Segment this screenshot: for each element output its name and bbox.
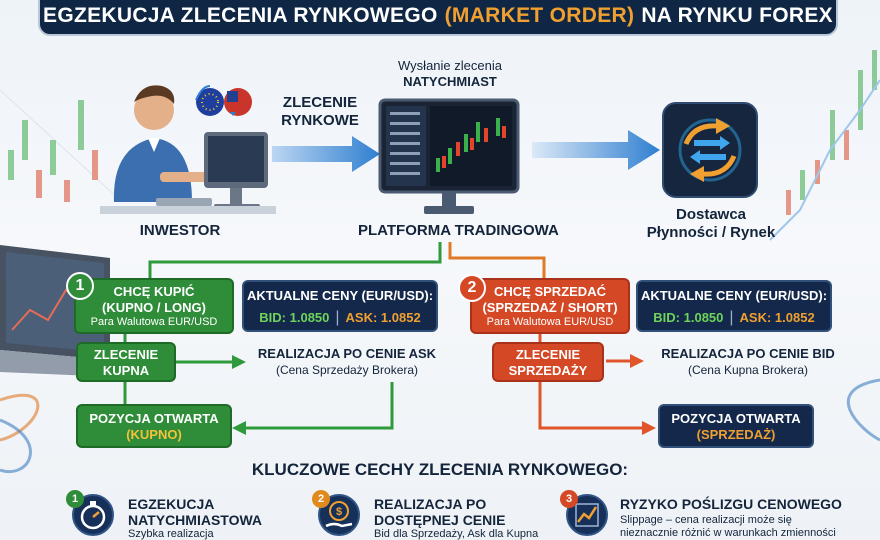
feature-1-sub: Szybka realizacja	[128, 528, 214, 540]
sell-price-separator: |	[729, 309, 734, 326]
sell-position-line1: POZYCJA OTWARTA	[671, 411, 801, 426]
feature-3-number: 3	[560, 490, 578, 508]
feature-1-icon-bg	[72, 494, 114, 536]
page-title: EGZEKUCJA ZLECENIA RYNKOWEGO (MARKET ORD…	[38, 0, 838, 36]
buy-intent-box: CHCĘ KUPIĆ (KUPNO / LONG) Para Walutowa …	[74, 278, 234, 334]
feature-1-number: 1	[66, 490, 84, 508]
sell-prices-values: BID: 1.0850 | ASK: 1.0852	[638, 309, 830, 327]
sell-step-number: 2	[458, 274, 486, 302]
feature-3-text: RYZYKO POŚLIZGU CENOWEGO Slippage – cena…	[620, 496, 870, 540]
svg-text:$: $	[336, 506, 342, 518]
sell-position-box: POZYCJA OTWARTA (SPRZEDAŻ)	[658, 404, 814, 448]
send-label-line2: NATYCHMIAST	[403, 74, 497, 89]
market-order-label: ZLECENIE RYNKOWE	[270, 94, 370, 130]
market-order-label-line1: ZLECENIE	[282, 94, 358, 111]
feature-1-title-line1: EGZEKUCJA	[128, 496, 215, 512]
feature-2-text: REALIZACJA PO DOSTĘPNEJ CENIE Bid dla Sp…	[374, 496, 554, 540]
feature-3-sub-line1: Slippage – cena realizacji może się	[620, 514, 792, 526]
buy-realization-title: REALIZACJA PO CENIE ASK	[257, 346, 437, 361]
buy-bid-value: BID: 1.0850	[259, 310, 330, 325]
buy-prices-values: BID: 1.0850 | ASK: 1.0852	[244, 309, 436, 327]
buy-prices-box: AKTUALNE CENY (EUR/USD): BID: 1.0850 | ASK…	[242, 280, 438, 332]
provider-label-line1: Dostawca	[675, 206, 747, 223]
sell-realization-sub: (Cena Kupna Brokera)	[687, 363, 809, 377]
buy-realization-sub: (Cena Sprzedaży Brokera)	[275, 363, 419, 377]
buy-order-box: ZLECENIE KUPNA	[76, 342, 176, 382]
market-order-label-line2: RYNKOWE	[281, 112, 359, 129]
investor-at-computer-icon	[100, 85, 276, 214]
liquidity-provider-tile	[662, 102, 758, 198]
trading-platform-icon	[378, 98, 520, 214]
sell-intent-line2: (SPRZEDAŻ / SHORT)	[482, 300, 618, 315]
buy-intent-line1: CHCĘ KUPIĆ	[113, 284, 195, 299]
sell-ask-value: ASK: 1.0852	[739, 310, 815, 325]
provider-label: Dostawca Płynności / Rynek	[636, 206, 786, 242]
stopwatch-icon	[80, 501, 106, 530]
feature-1-text: EGZEKUCJA NATYCHMIASTOWA Szybka realizac…	[128, 496, 308, 540]
sell-intent-sub: Para Walutowa EUR/USD	[486, 316, 614, 328]
feature-2-number: 2	[312, 490, 330, 508]
feature-3-title: RYZYKO POŚLIZGU CENOWEGO	[620, 496, 842, 512]
buy-ask-value: ASK: 1.0852	[345, 310, 421, 325]
buy-order-line2: KUPNA	[102, 363, 150, 378]
buy-price-separator: |	[335, 309, 340, 326]
send-label: Wysłanie zlecenia NATYCHMIAST	[370, 58, 530, 90]
buy-position-line2: (KUPNO)	[126, 427, 182, 442]
sell-intent-box: CHCĘ SPRZEDAĆ (SPRZEDAŻ / SHORT) Para Wa…	[470, 278, 630, 334]
buy-intent-line2: (KUPNO / LONG)	[102, 300, 206, 315]
sell-order-box: ZLECENIE SPRZEDAŻY	[492, 342, 604, 382]
sell-realization-title: REALIZACJA PO CENIE BID	[661, 346, 835, 361]
sell-realization: REALIZACJA PO CENIE BID (Cena Kupna Brok…	[648, 346, 848, 378]
sell-position-line2: (SPRZEDAŻ)	[696, 427, 776, 442]
feature-1-title-line2: NATYCHMIASTOWA	[128, 512, 263, 528]
feature-2-title-line1: REALIZACJA PO	[374, 496, 487, 512]
buy-prices-title: AKTUALNE CENY (EUR/USD):	[246, 288, 434, 303]
trading-platform-monitor	[378, 98, 520, 218]
slippage-chart-icon	[575, 503, 599, 527]
provider-label-line2: Płynności / Rynek	[646, 224, 776, 241]
sell-prices-title: AKTUALNE CENY (EUR/USD):	[640, 288, 828, 303]
sell-intent-line1: CHCĘ SPRZEDAĆ	[494, 284, 606, 299]
feature-2-sub: Bid dla Sprzedaży, Ask dla Kupna	[374, 528, 539, 540]
title-part2: NA RYNKU FOREX	[641, 4, 833, 27]
title-highlight: (MARKET ORDER)	[444, 4, 635, 27]
buy-realization: REALIZACJA PO CENIE ASK (Cena Sprzedaży …	[252, 346, 442, 378]
buy-order-line1: ZLECENIE	[93, 347, 159, 362]
title-part1: EGZEKUCJA ZLECENIA RYNKOWEGO	[43, 4, 438, 27]
buy-position-line1: POZYCJA OTWARTA	[89, 411, 219, 426]
sell-order-line1: ZLECENIE	[515, 347, 581, 362]
arrow-to-platform-icon	[272, 136, 380, 172]
exchange-arrows-icon	[678, 118, 742, 182]
sell-order-line2: SPRZEDAŻY	[508, 363, 588, 378]
buy-intent-sub: Para Walutowa EUR/USD	[90, 316, 218, 328]
investor-illustration	[92, 72, 282, 222]
money-hand-icon: $	[325, 501, 353, 528]
arrow-to-provider-icon	[532, 130, 660, 170]
platform-label: PLATFORMA TRADINGOWA	[358, 222, 559, 239]
send-label-line1: Wysłanie zlecenia	[398, 58, 502, 73]
buy-step-number: 1	[66, 272, 94, 300]
features-heading: KLUCZOWE CECHY ZLECENIA RYNKOWEGO:	[251, 460, 629, 479]
buy-position-box: POZYCJA OTWARTA (KUPNO)	[76, 404, 232, 448]
sell-bid-value: BID: 1.0850	[653, 310, 724, 325]
feature-3-sub-line2: nieznacznie różnić w warunkach zmiennośc…	[620, 527, 836, 539]
sell-prices-box: AKTUALNE CENY (EUR/USD): BID: 1.0850 | ASK…	[636, 280, 832, 332]
feature-2-title-line2: DOSTĘPNEJ CENIE	[374, 512, 506, 528]
investor-label: INWESTOR	[139, 222, 221, 239]
